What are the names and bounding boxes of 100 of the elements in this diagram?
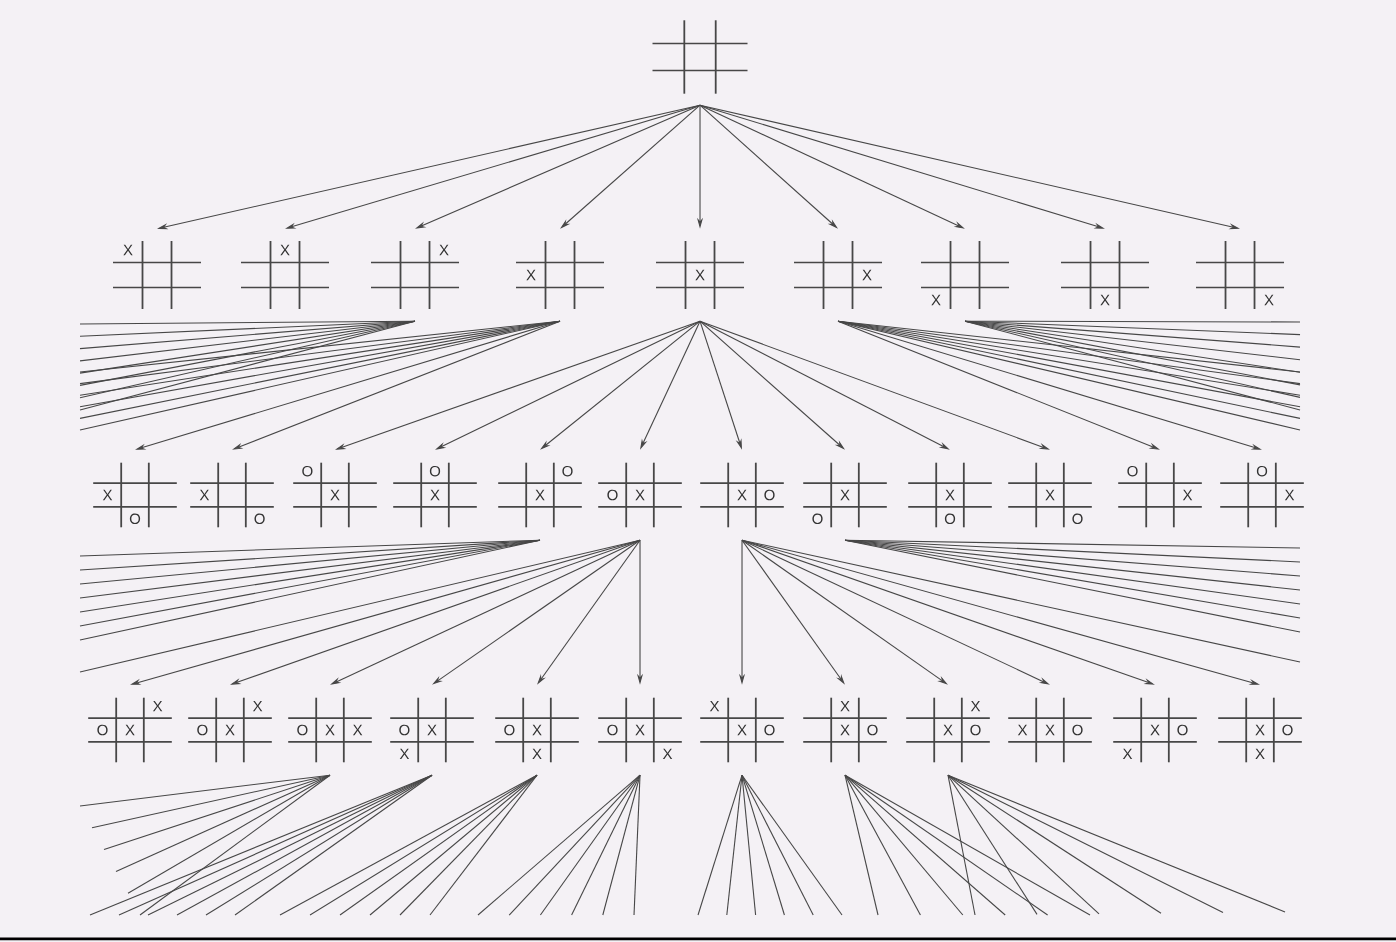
- player-mark: X: [125, 724, 135, 736]
- player-mark: X: [352, 724, 363, 736]
- fan-line: [139, 774, 331, 916]
- player-mark: O: [197, 724, 208, 736]
- board: [287, 696, 373, 764]
- board: [497, 461, 583, 529]
- board: [392, 461, 478, 529]
- player-mark: O: [812, 513, 823, 525]
- player-mark: O: [1072, 513, 1083, 525]
- player-mark: O: [764, 724, 775, 736]
- fan-line: [571, 774, 641, 916]
- player-mark: X: [325, 724, 335, 736]
- player-mark: X: [526, 269, 536, 281]
- fan-line: [477, 774, 641, 916]
- player-mark: X: [635, 724, 645, 736]
- fan-line: [844, 774, 921, 916]
- board: [1112, 696, 1198, 764]
- player-mark: X: [252, 701, 263, 712]
- player-mark: X: [970, 701, 981, 712]
- board: [655, 240, 745, 310]
- board: [1219, 461, 1305, 529]
- player-mark: O: [1177, 724, 1188, 736]
- player-mark: X: [1264, 294, 1274, 306]
- player-mark: X: [152, 701, 163, 712]
- player-mark: X: [399, 748, 410, 759]
- player-mark: X: [1100, 294, 1110, 306]
- fan-line: [947, 774, 1100, 915]
- player-mark: X: [532, 748, 542, 759]
- board: [87, 696, 173, 764]
- player-mark: X: [330, 489, 340, 501]
- board: [1007, 461, 1093, 529]
- board: [1217, 696, 1303, 764]
- fan-line: [539, 774, 641, 916]
- player-mark: X: [840, 489, 850, 501]
- player-mark: X: [737, 489, 747, 501]
- board: [292, 461, 378, 529]
- player-mark: O: [1256, 465, 1268, 477]
- board: [494, 696, 580, 764]
- player-mark: X: [862, 269, 872, 281]
- board: [389, 696, 475, 764]
- player-mark: O: [1282, 724, 1293, 736]
- board: [1007, 696, 1093, 764]
- player-mark: X: [1255, 724, 1265, 736]
- player-mark: X: [931, 294, 941, 306]
- board: [370, 240, 460, 310]
- fan-line: [947, 774, 1038, 915]
- fan-line: [947, 774, 976, 916]
- fan-line: [429, 774, 538, 916]
- player-mark: X: [427, 724, 437, 736]
- player-mark: O: [429, 465, 441, 477]
- fan-line: [103, 774, 331, 851]
- fan-line: [508, 774, 641, 916]
- board: [240, 240, 330, 310]
- player-mark: X: [199, 489, 210, 501]
- board: [802, 461, 888, 529]
- player-mark: O: [1127, 465, 1138, 477]
- board: [1060, 240, 1150, 310]
- fan-line: [844, 774, 964, 916]
- board: [1117, 461, 1203, 529]
- player-mark: X: [1284, 489, 1295, 501]
- player-mark: X: [1255, 748, 1265, 759]
- fan-line: [741, 774, 843, 916]
- player-mark: O: [970, 724, 981, 736]
- fan-line: [726, 774, 743, 916]
- player-mark: X: [439, 244, 449, 256]
- player-mark: X: [662, 748, 673, 759]
- fan-line: [633, 774, 641, 916]
- player-mark: X: [1045, 489, 1055, 501]
- board: [802, 696, 888, 764]
- player-mark: O: [504, 724, 515, 736]
- player-mark: X: [1150, 724, 1160, 736]
- player-mark: X: [430, 489, 440, 501]
- player-mark: X: [1045, 724, 1055, 736]
- player-mark: X: [225, 724, 235, 736]
- player-mark: X: [1017, 724, 1028, 736]
- player-mark: O: [562, 465, 573, 477]
- fan-line: [947, 774, 1286, 913]
- fan-line: [741, 774, 814, 916]
- player-mark: X: [1182, 489, 1193, 501]
- player-mark: X: [532, 724, 542, 736]
- board: [189, 461, 275, 529]
- board: [92, 461, 178, 529]
- board: [112, 240, 202, 310]
- player-mark: O: [297, 724, 308, 736]
- player-mark: O: [254, 513, 265, 525]
- player-mark: X: [709, 701, 720, 712]
- board: [1195, 240, 1285, 310]
- player-mark: X: [840, 701, 850, 712]
- player-mark: O: [944, 513, 956, 525]
- player-mark: O: [1072, 724, 1083, 736]
- player-mark: O: [302, 465, 313, 477]
- board: [699, 696, 785, 764]
- player-mark: X: [123, 244, 133, 256]
- player-mark: O: [607, 489, 618, 501]
- fan-line: [844, 774, 879, 916]
- player-mark: O: [97, 724, 108, 736]
- player-mark: O: [764, 489, 775, 501]
- player-mark: X: [945, 489, 955, 501]
- board: [597, 461, 683, 529]
- player-mark: O: [867, 724, 878, 736]
